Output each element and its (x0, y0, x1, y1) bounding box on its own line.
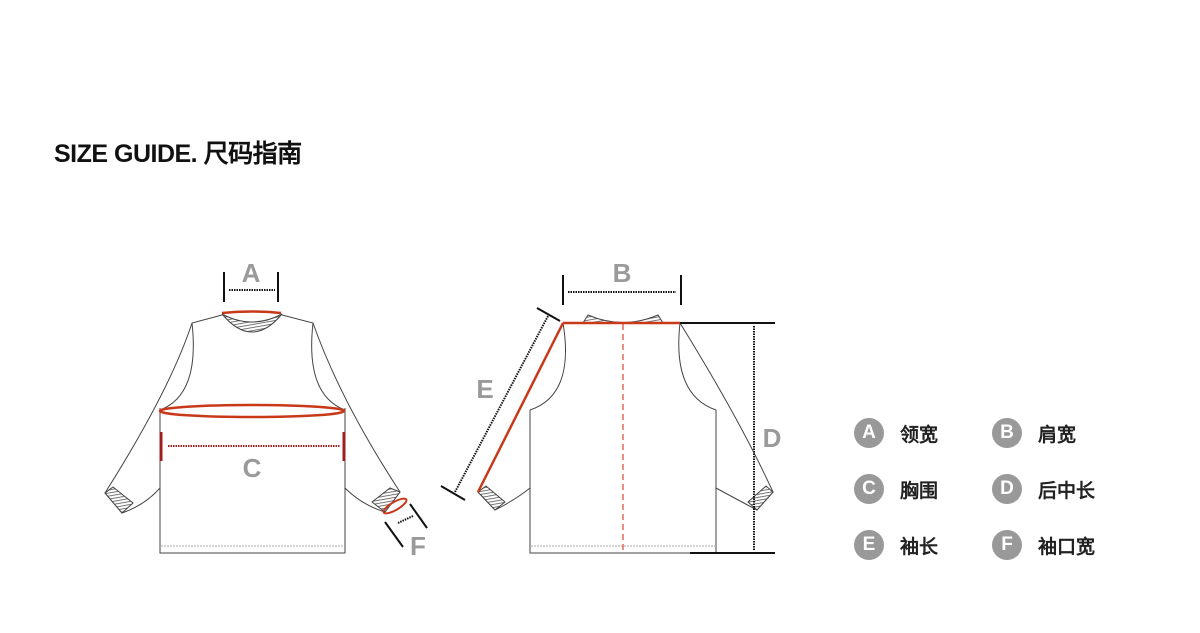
legend-item-f: F 袖口宽 (992, 530, 1130, 560)
badge-d: D (992, 474, 1022, 504)
measure-d (680, 322, 775, 554)
marker-a: A (242, 258, 261, 288)
legend-label: 肩宽 (1038, 423, 1077, 446)
page-title: SIZE GUIDE. 尺码指南 (54, 140, 302, 168)
front-garment (104, 313, 401, 554)
legend-item-e: E 袖长 (854, 530, 992, 560)
legend-item-a: A 领宽 (854, 418, 992, 448)
marker-c: C (243, 453, 262, 483)
marker-f: F (410, 531, 426, 561)
measure-e (440, 307, 565, 501)
measure-c (158, 403, 346, 461)
legend-label: 袖长 (900, 535, 939, 558)
marker-d: D (763, 423, 782, 453)
measure-b (562, 275, 682, 553)
legend-label: 领宽 (900, 423, 939, 446)
badge-e: E (854, 530, 884, 560)
legend-item-b: B 肩宽 (992, 418, 1130, 448)
legend-label: 后中长 (1038, 479, 1096, 502)
legend-item-c: C 胸围 (854, 474, 992, 504)
badge-a: A (854, 418, 884, 448)
badge-b: B (992, 418, 1022, 448)
measure-a (221, 272, 282, 315)
badge-c: C (854, 474, 884, 504)
measure-f (382, 497, 428, 548)
legend-label: 胸围 (900, 479, 939, 502)
marker-e: E (476, 374, 493, 404)
legend-label: 袖口宽 (1038, 535, 1096, 558)
marker-b: B (613, 258, 632, 288)
legend: A 领宽 B 肩宽 C 胸围 D 后中长 E 袖长 F 袖口宽 (854, 418, 1130, 560)
badge-f: F (992, 530, 1022, 560)
legend-item-d: D 后中长 (992, 474, 1130, 504)
back-garment (477, 314, 774, 554)
